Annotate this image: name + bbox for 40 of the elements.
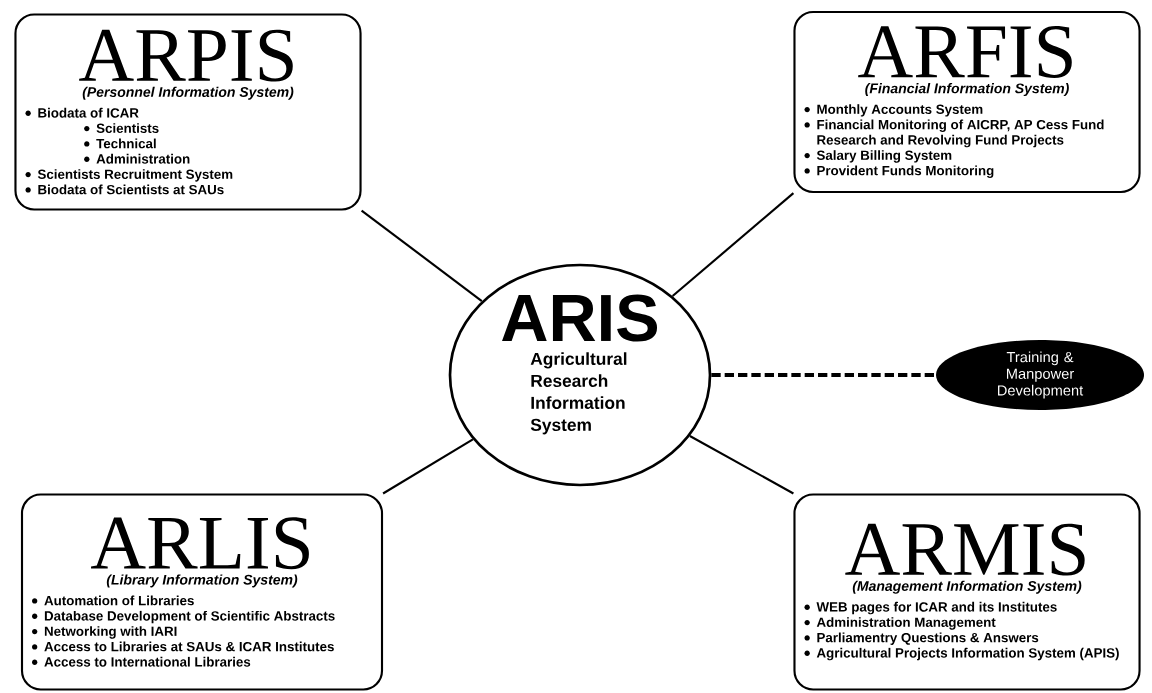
oval-badge: Training & Manpower Development	[936, 340, 1144, 410]
bullet-item: Biodata of Scientists at SAUs	[25, 184, 224, 195]
system-acronym: ARMIS	[845, 523, 1085, 576]
central-ellipse	[448, 263, 712, 487]
bullet-item: Biodata of ICAR	[25, 107, 139, 118]
bullet-item: Scientists Recruitment System	[25, 169, 233, 182]
bullet-item: Access to Libraries at SAUs & ICAR Institutes	[32, 641, 334, 652]
bullet-item: Networking with IARI	[32, 626, 177, 639]
bullet-item: Automation of Libraries	[32, 595, 194, 606]
bullet-item: Database Development of Scientific Abstracts	[32, 610, 335, 624]
system-acronym: ARIS	[502, 294, 658, 342]
bullet-item: Technical	[84, 138, 156, 149]
connector-line	[689, 435, 794, 495]
system-acronym: ARPIS	[79, 29, 293, 82]
bullet-item: Provident Funds Monitoring	[804, 165, 994, 178]
connector-line	[360, 209, 483, 302]
system-name: Agricultural Research Information System	[530, 352, 627, 435]
bullet-item: Access to International Libraries	[32, 656, 251, 667]
connector-line	[711, 373, 936, 377]
connector-line	[382, 438, 474, 495]
system-subtitle: (Financial Information System)	[865, 83, 1069, 97]
bullet-item: Salary Billing System	[804, 150, 952, 163]
bullet-item: Administration	[84, 153, 190, 164]
bullet-item: Scientists	[84, 123, 159, 133]
bullet-item: Parliamentry Questions & Answers	[804, 632, 1039, 645]
bullet-item: Financial Monitoring of AICRP, AP Cess Fund Research and Revolving Fund Projects	[804, 119, 1104, 148]
info-box	[793, 493, 1141, 691]
info-box	[14, 13, 362, 211]
bullet-item: Agricultural Projects Information System (APIS)	[804, 647, 1119, 661]
bullet-item: Administration Management	[804, 617, 996, 630]
system-subtitle: (Library Information System)	[106, 574, 298, 588]
system-acronym: ARLIS	[91, 517, 309, 570]
system-subtitle: (Management Information System)	[852, 580, 1082, 594]
info-box	[20, 493, 384, 691]
system-acronym: ARFIS	[858, 26, 1072, 78]
bullet-item: WEB pages for ICAR and its Institutes	[804, 601, 1057, 615]
connector-line	[671, 192, 795, 297]
info-box	[793, 10, 1141, 194]
bullet-item: Monthly Accounts System	[804, 104, 983, 117]
system-subtitle: (Personnel Information System)	[82, 86, 294, 100]
